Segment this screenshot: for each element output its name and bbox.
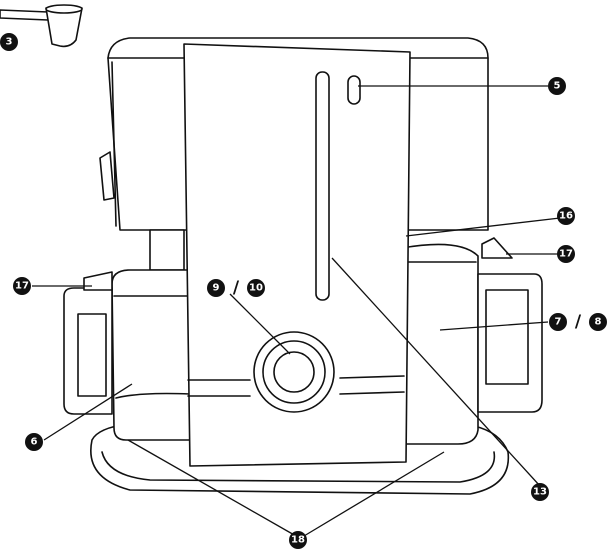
right-jug — [401, 237, 543, 445]
power-switch — [253, 331, 335, 413]
svg-text:6: 6 — [31, 437, 38, 448]
front-panel — [183, 43, 411, 467]
svg-text:17: 17 — [559, 249, 573, 260]
svg-text:18: 18 — [291, 535, 305, 546]
callout-3: 3 — [0, 33, 18, 51]
callout-8: 8 — [589, 313, 607, 331]
water-level-window — [315, 71, 330, 301]
svg-text:8: 8 — [595, 317, 602, 328]
svg-text:10: 10 — [249, 283, 263, 294]
callout-6: 6 — [25, 433, 43, 451]
indicator-light — [347, 75, 361, 105]
callout-13: 13 — [531, 483, 549, 501]
drip-spout — [149, 229, 185, 271]
svg-text:13: 13 — [533, 487, 547, 498]
callout-10: 10 — [247, 279, 265, 297]
svg-text:9: 9 — [213, 283, 220, 294]
callout-16: 16 — [557, 207, 575, 225]
callout-5: 5 — [548, 77, 566, 95]
svg-text:5: 5 — [554, 81, 561, 92]
measuring-spoon — [0, 4, 83, 48]
callout-18: 18 — [289, 531, 307, 549]
separator-7-8: / — [575, 312, 582, 332]
separator-9-10: / — [233, 278, 240, 298]
svg-text:3: 3 — [6, 37, 13, 48]
leader-lines — [32, 85, 561, 537]
callout-7: 7 — [549, 313, 567, 331]
callout-9: 9 — [207, 279, 225, 297]
left-jug — [63, 269, 191, 441]
callout-17-left: 17 — [13, 277, 31, 295]
callout-17-right: 17 — [557, 245, 575, 263]
svg-text:16: 16 — [559, 211, 573, 222]
svg-text:7: 7 — [555, 317, 562, 328]
svg-text:17: 17 — [15, 281, 29, 292]
